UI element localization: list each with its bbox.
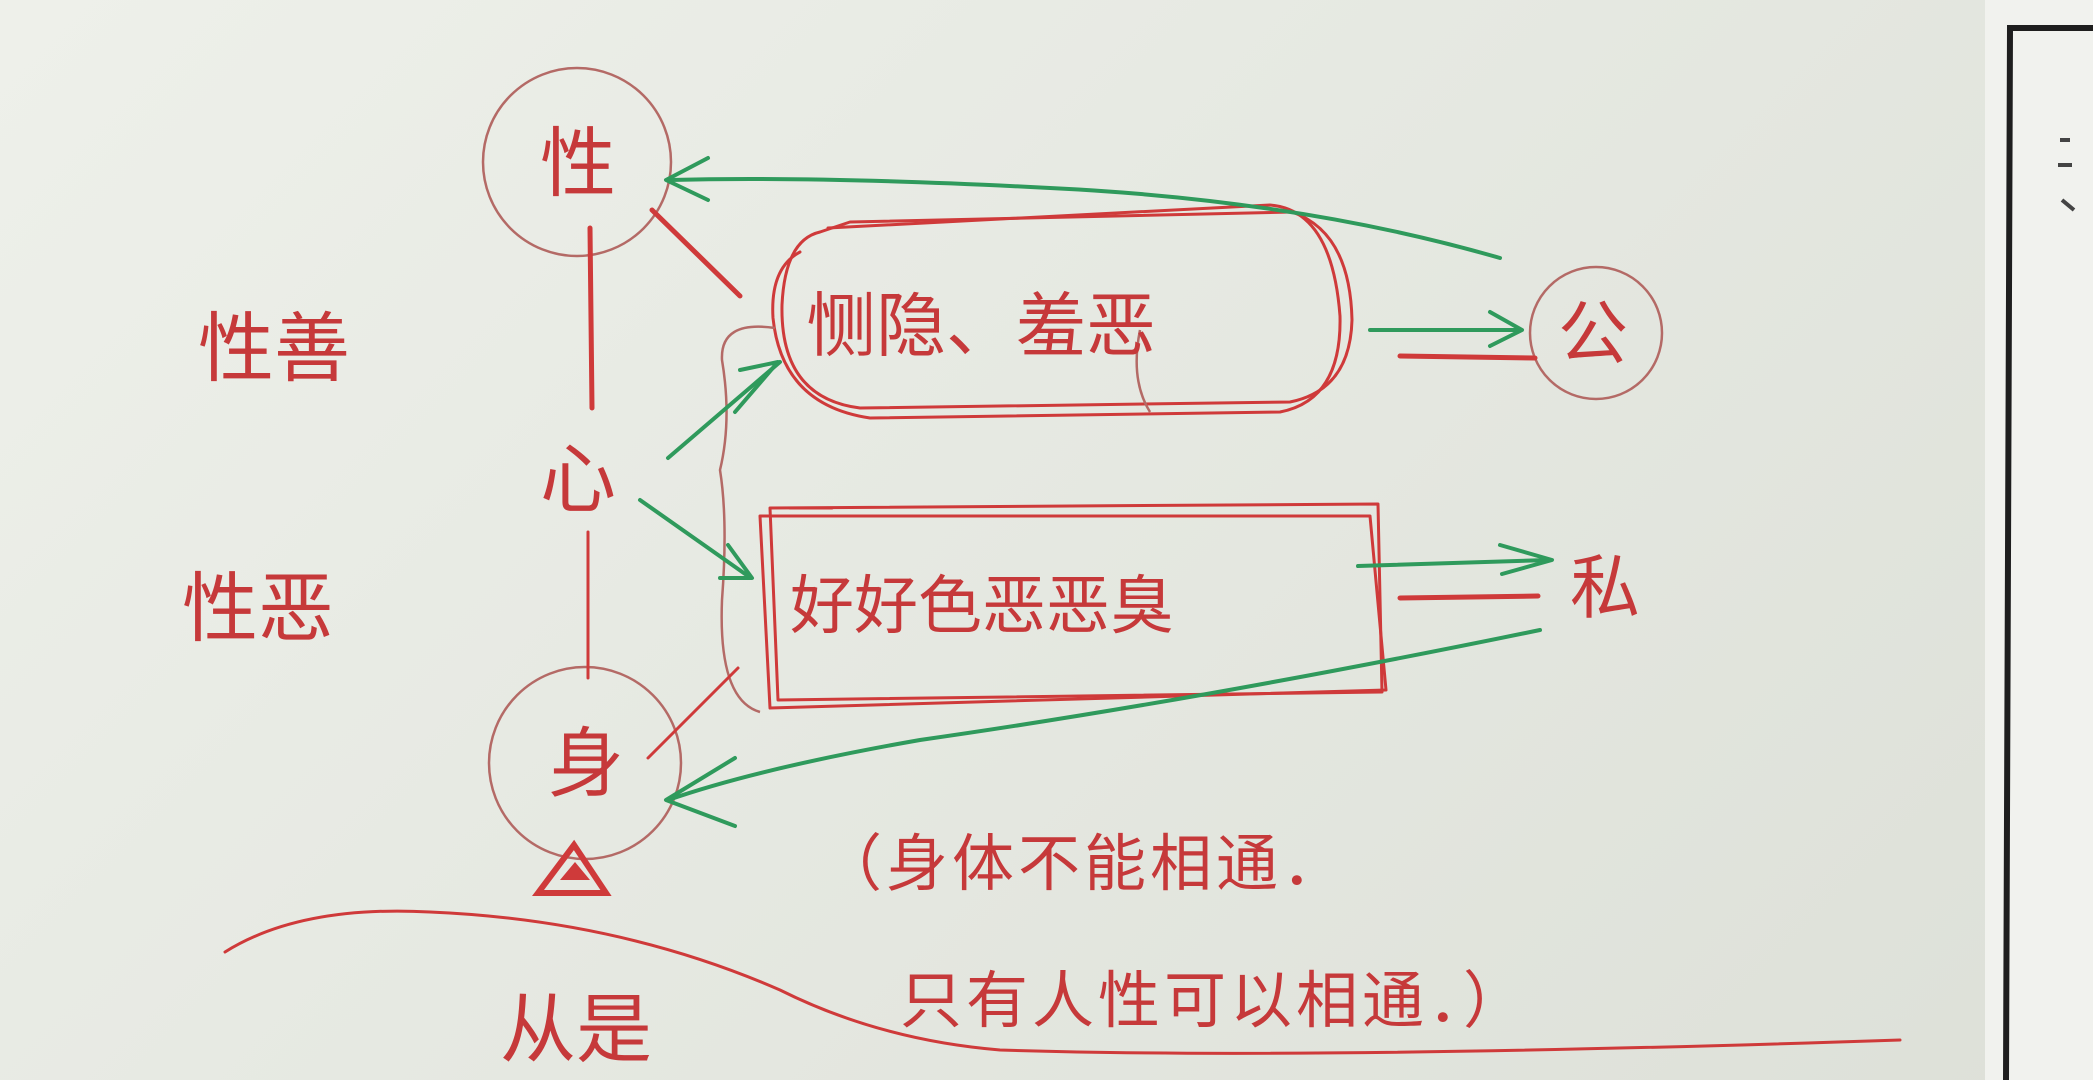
upper-to-gong-arrowhead: [1488, 310, 1524, 348]
lower-box: [758, 502, 1388, 710]
lower-to-si-arrowhead: [1498, 543, 1554, 576]
gong-circle: [1528, 265, 1664, 401]
node-shen: 身: [548, 719, 624, 808]
node-si: 私: [1570, 547, 1640, 629]
si-to-shen-arrowhead: [664, 756, 737, 828]
boxes-bracket: [718, 325, 776, 714]
label-xing-e: 性恶: [182, 564, 334, 653]
xin-to-upper-arrow: [666, 360, 782, 460]
gong-to-xing-arrowhead: [664, 156, 710, 202]
gong-to-xing-arrow: [668, 177, 1502, 260]
bottom-divider-line: [223, 909, 1902, 1055]
xing-circle: [481, 66, 673, 258]
lower-to-si-green: [1356, 558, 1550, 568]
si-to-shen-arrow: [666, 628, 1542, 802]
upper-box-text: 恻隐、羞恶: [806, 285, 1156, 367]
xin-to-lower-arrow: [638, 498, 750, 578]
lower-to-si-red: [1397, 593, 1541, 601]
xing-xin-line: [587, 225, 595, 411]
xin-to-upper-arrowhead: [733, 360, 780, 414]
adjacent-page: [1985, 0, 2093, 1080]
node-gong: 公: [1558, 293, 1628, 375]
box-to-shen-red: [646, 666, 740, 760]
triangle-mark: [532, 839, 612, 896]
xin-to-lower-arrowhead: [718, 543, 754, 580]
lower-box-text: 好好色恶恶臭: [790, 570, 1174, 644]
box-to-xing-red: [649, 207, 743, 299]
node-xin: 心: [540, 435, 616, 524]
triangle-mark-fill: [560, 862, 590, 880]
note-line-1: （身体不能相通．: [820, 827, 1348, 900]
bottom-fragment-text: 从是: [500, 985, 652, 1074]
node-xing: 性: [540, 119, 616, 208]
label-xing-shan: 性善: [198, 304, 350, 393]
upper-box: [771, 203, 1354, 420]
note-line-2: 只有人性可以相通．）: [900, 964, 1529, 1037]
upper-to-gong-red: [1397, 353, 1538, 361]
